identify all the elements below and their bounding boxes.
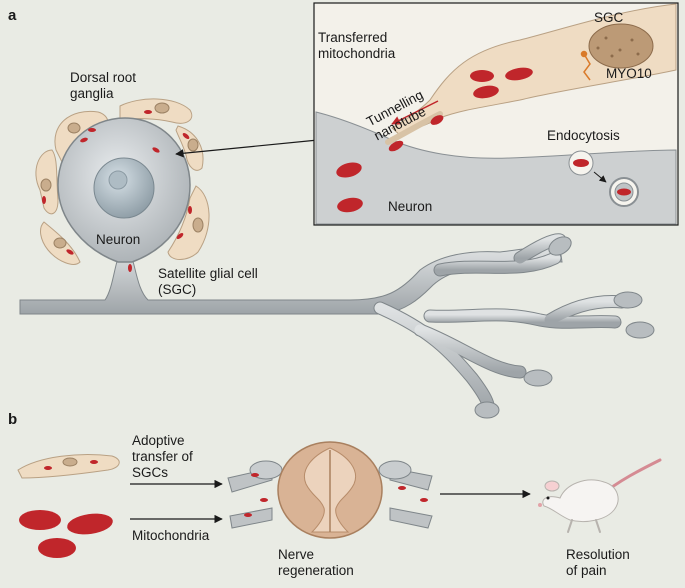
myo10-protein <box>580 50 591 81</box>
axon <box>19 246 563 315</box>
mouse <box>538 458 662 533</box>
sgc-inset-label: SGC <box>594 10 624 25</box>
transferred-mitochondria-label: Transferred mitochondria <box>318 30 396 61</box>
dendrite-tips <box>474 236 655 419</box>
myo10-label: MYO10 <box>606 66 652 81</box>
inset-box <box>313 2 679 226</box>
sgc-nuclei <box>40 102 204 249</box>
neuron-soma-label: Neuron <box>96 232 141 247</box>
adoptive-transfer-label: Adoptive transfer of SGCs <box>132 433 193 480</box>
endocytosis-label: Endocytosis <box>547 128 620 143</box>
inset-mitochondria <box>336 67 533 213</box>
panel-label-a: a <box>8 7 17 24</box>
mitochondria-label: Mitochondria <box>132 528 210 543</box>
resolution-of-pain-label: Resolution of pain <box>566 547 630 578</box>
satellite-glial-cell-label: Satellite glial cell (SGC) <box>158 266 258 297</box>
inset-pointer-arrow <box>175 139 319 158</box>
nerve-regeneration-label: Nerve regeneration <box>278 547 354 578</box>
dendrite-branches <box>373 233 629 417</box>
spinal-cord <box>227 441 433 539</box>
mitochondria-b <box>19 510 113 558</box>
nanotube-direction-arrow <box>391 100 439 125</box>
sgc-cell-b <box>17 454 120 479</box>
neuron-inset-label: Neuron <box>388 199 433 214</box>
dorsal-root-ganglia-label: Dorsal root ganglia <box>70 70 137 101</box>
neuron-soma <box>57 117 191 263</box>
panel-label-b: b <box>8 411 18 428</box>
sgc-mitochondria <box>42 110 192 272</box>
